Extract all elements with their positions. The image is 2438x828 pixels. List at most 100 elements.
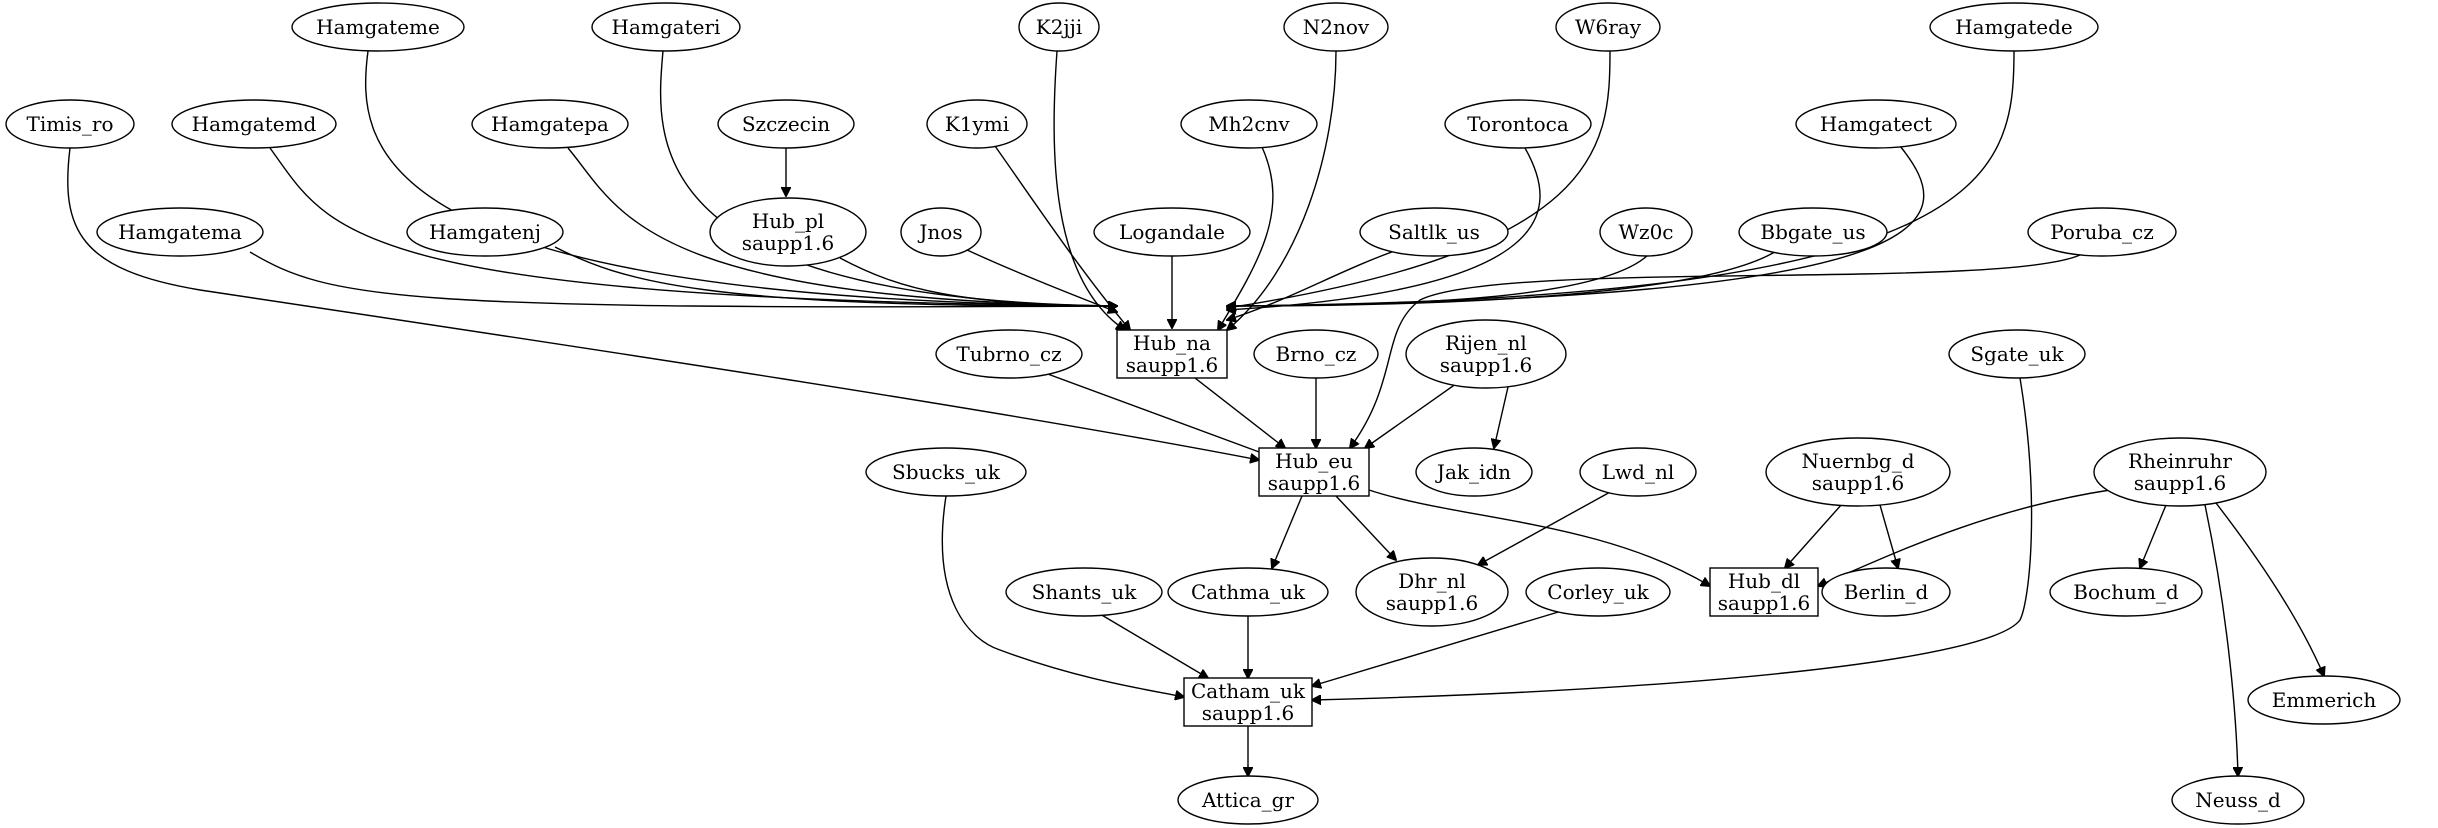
node-label: Logandale [1119, 220, 1225, 244]
node-tubrno-cz[interactable]: Tubrno_cz [935, 329, 1083, 379]
node-label: Hub_na [1133, 331, 1211, 355]
node-torontoca[interactable]: Torontoca [1444, 99, 1592, 149]
node-berlin-d[interactable]: Berlin_d [1821, 567, 1951, 617]
node-label: Hamgateri [612, 15, 721, 39]
edge-hamgateri-to-hub-na [659, 50, 1117, 306]
ellipse-shape [1415, 447, 1533, 497]
ellipse-shape [1948, 329, 2086, 379]
node-label: Hub_dl [1728, 569, 1800, 593]
ellipse-shape [5, 99, 135, 149]
node-shants-uk[interactable]: Shants_uk [1005, 567, 1163, 617]
node-saltlk-us[interactable]: Saltlk_us [1359, 207, 1509, 257]
node-corley-uk[interactable]: Corley_uk [1525, 567, 1671, 617]
node-hamgateme[interactable]: Hamgateme [291, 2, 465, 52]
ellipse-shape [1738, 207, 1888, 257]
node-neuss-d[interactable]: Neuss_d [2171, 775, 2305, 825]
node-hamgatect[interactable]: Hamgatect [1795, 99, 1957, 149]
edge-hamgatemd-to-hub-na [269, 147, 1117, 306]
node-k1ymi[interactable]: K1ymi [926, 99, 1028, 149]
ellipse-shape [291, 2, 465, 52]
node-label: Sbucks_uk [892, 460, 1001, 484]
edge-corley-uk-to-catham-uk [1312, 609, 1566, 686]
ellipse-shape [591, 2, 741, 52]
edge-sbucks-uk-to-catham-uk [941, 495, 1184, 697]
node-emmerich[interactable]: Emmerich [2247, 675, 2401, 725]
node-sublabel: saupp1.6 [1268, 471, 1360, 495]
node-k2jji[interactable]: K2jji [1018, 2, 1100, 52]
ellipse-shape [1180, 99, 1318, 149]
node-label: Sgate_uk [1970, 342, 2064, 366]
node-lwd-nl[interactable]: Lwd_nl [1579, 447, 1697, 497]
node-jnos[interactable]: Jnos [900, 207, 982, 257]
node-szczecin[interactable]: Szczecin [717, 99, 855, 149]
node-hamgatema[interactable]: Hamgatema [96, 207, 264, 257]
ellipse-shape [717, 99, 855, 149]
node-logandale[interactable]: Logandale [1093, 207, 1251, 257]
node-hamgatemd[interactable]: Hamgatemd [171, 99, 337, 149]
ellipse-shape [1525, 567, 1671, 617]
node-hamgatede[interactable]: Hamgatede [1929, 2, 2099, 52]
node-label: Hamgatect [1820, 112, 1932, 136]
ellipse-shape [1579, 447, 1697, 497]
edge-rijen-nl-to-jak-idn [1494, 386, 1509, 448]
ellipse-shape [406, 207, 564, 257]
node-sublabel: saupp1.6 [1202, 701, 1294, 725]
edge-tubrno-cz-to-hub-eu [1044, 372, 1270, 456]
node-label: Hamgatemd [192, 112, 317, 136]
ellipse-shape [2049, 567, 2203, 617]
node-label: Corley_uk [1547, 580, 1649, 604]
ellipse-shape [1555, 2, 1661, 52]
node-label: Cathma_uk [1191, 580, 1306, 604]
box-shape [1116, 329, 1228, 379]
node-wz0c[interactable]: Wz0c [1599, 207, 1693, 257]
node-label: Shants_uk [1032, 580, 1138, 604]
node-timis-ro[interactable]: Timis_ro [5, 99, 135, 149]
node-label: Nuernbg_d [1801, 449, 1914, 473]
node-brno-cz[interactable]: Brno_cz [1253, 329, 1379, 379]
edge-shants-uk-to-catham-uk [1099, 613, 1208, 678]
node-label: Emmerich [2272, 688, 2377, 712]
node-label: Hamgatepa [491, 112, 609, 136]
node-label: Hamgatede [1955, 15, 2073, 39]
ellipse-shape [171, 99, 337, 149]
edge-n2nov-to-hub-na [1227, 50, 1337, 330]
ellipse-shape [2093, 437, 2267, 507]
node-poruba-cz[interactable]: Poruba_cz [2027, 207, 2177, 257]
edge-nuernbg-d-to-berlin-d [1879, 504, 1898, 568]
ellipse-shape [1283, 2, 1389, 52]
ellipse-shape [1795, 99, 1957, 149]
node-label: Saltlk_us [1388, 220, 1480, 244]
edge-hamgatect-to-hub-na [1227, 145, 1925, 306]
node-hamgatepa[interactable]: Hamgatepa [471, 99, 629, 149]
ellipse-shape [1821, 567, 1951, 617]
node-n2nov[interactable]: N2nov [1283, 2, 1389, 52]
node-hamgatenj[interactable]: Hamgatenj [406, 207, 564, 257]
node-jak-idn[interactable]: Jak_idn [1415, 447, 1533, 497]
node-bochum-d[interactable]: Bochum_d [2049, 567, 2203, 617]
box-shape [1258, 447, 1370, 497]
node-hamgateri[interactable]: Hamgateri [591, 2, 741, 52]
node-cathma-uk[interactable]: Cathma_uk [1167, 567, 1329, 617]
node-sublabel: saupp1.6 [742, 231, 834, 255]
node-label: K2jji [1036, 15, 1082, 39]
node-label: Neuss_d [2195, 788, 2281, 812]
node-w6ray[interactable]: W6ray [1555, 2, 1661, 52]
node-sublabel: saupp1.6 [1812, 471, 1904, 495]
node-sgate-uk[interactable]: Sgate_uk [1948, 329, 2086, 379]
ellipse-shape [1253, 329, 1379, 379]
node-sbucks-uk[interactable]: Sbucks_uk [865, 447, 1027, 497]
node-attica-gr[interactable]: Attica_gr [1177, 775, 1319, 825]
edge-nuernbg-d-to-hub-dl [1785, 503, 1843, 568]
node-bbgate-us[interactable]: Bbgate_us [1738, 207, 1888, 257]
ellipse-shape [96, 207, 264, 257]
node-mh2cnv[interactable]: Mh2cnv [1180, 99, 1318, 149]
